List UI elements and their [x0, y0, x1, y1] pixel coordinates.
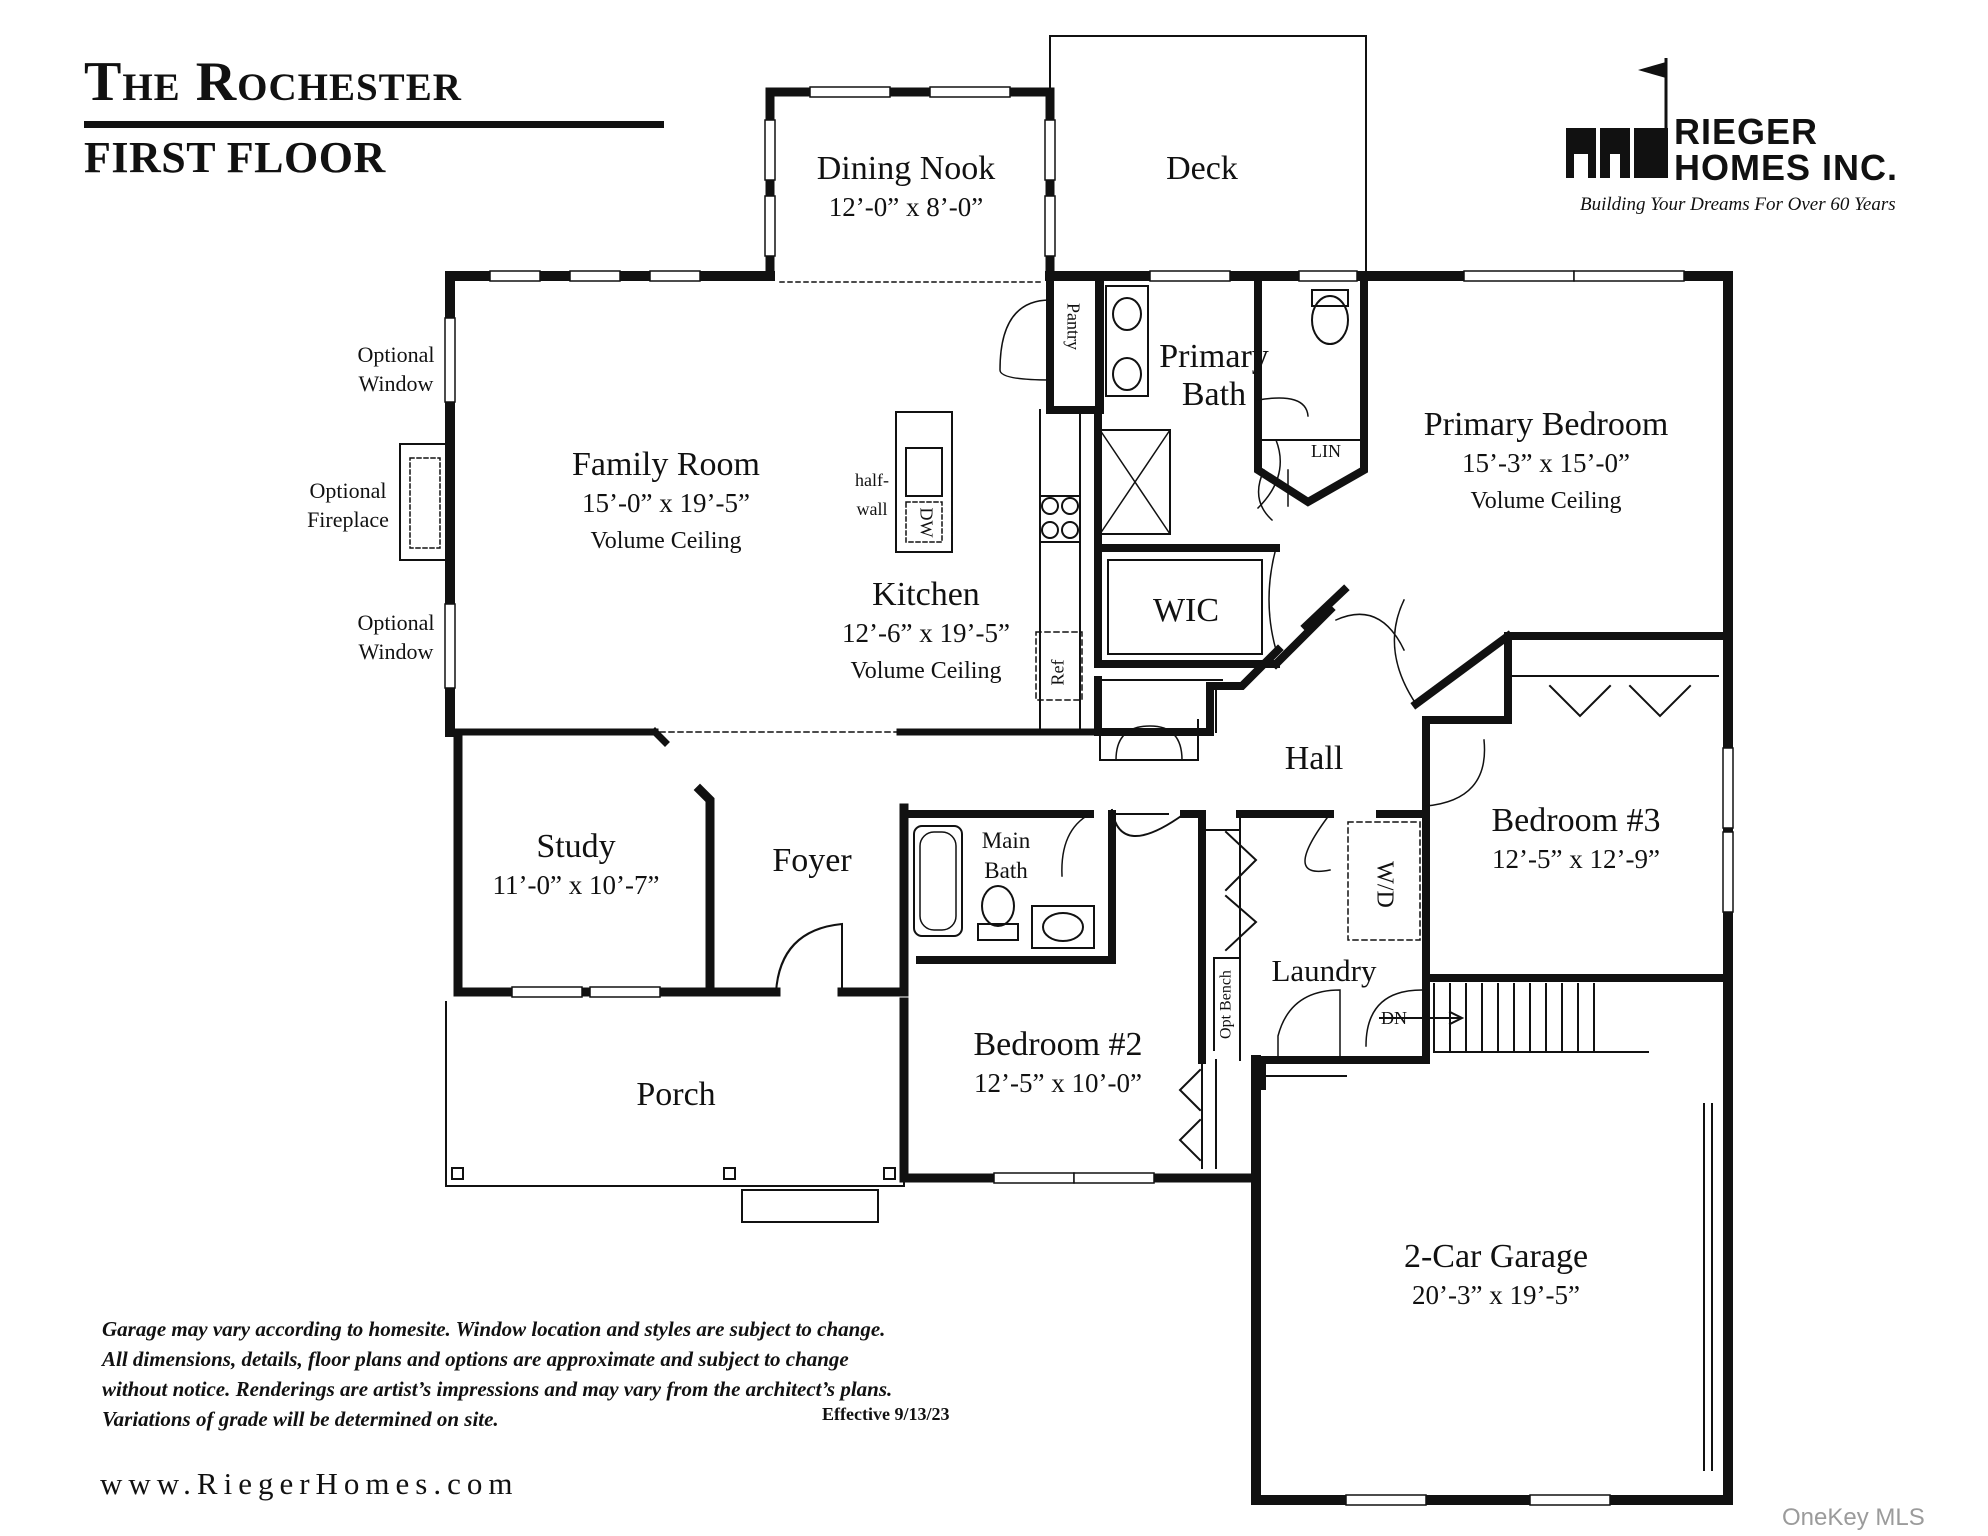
room-dims: 12’-6” x 19’-5”: [842, 618, 1010, 648]
label-line1: half-: [855, 470, 889, 490]
room-deck: Deck: [1166, 150, 1238, 188]
label-line2: Window: [358, 639, 434, 664]
room-bedroom3: Bedroom #3 12’-5” x 12’-9”: [1491, 802, 1660, 878]
room-garage: 2-Car Garage 20’-3” x 19’-5”: [1404, 1238, 1588, 1314]
room-name-line2: Bath: [1181, 376, 1247, 413]
room-porch: Porch: [636, 1076, 715, 1114]
room-wic: WIC: [1153, 592, 1219, 630]
room-dims: 20’-3” x 19’-5”: [1412, 1280, 1580, 1310]
room-dims: 11’-0” x 10’-7”: [492, 870, 660, 900]
disclaimer-line: Variations of grade will be determined o…: [102, 1407, 499, 1431]
room-name: Primary Bedroom: [1423, 406, 1669, 443]
room-name-line1: Primary: [1159, 338, 1269, 375]
flag-house-icon: [1566, 58, 1668, 178]
room-name-line1: Main: [981, 828, 1031, 853]
room-name: Bedroom #2: [973, 1026, 1143, 1063]
label-line1: Optional: [357, 610, 435, 635]
brand-name: RIEGER HOMES INC.: [1674, 114, 1898, 186]
plan-title: The Rochester: [84, 51, 462, 113]
brand-name-line1: RIEGER: [1674, 111, 1819, 152]
room-dining-nook: Dining Nook 12’-0” x 8’-0”: [817, 150, 996, 226]
label-line2: wall: [856, 499, 888, 519]
room-foyer: Foyer: [772, 842, 851, 880]
stair-treads: [1449, 983, 1595, 1053]
room-dims: 12’-5” x 12’-9”: [1492, 844, 1660, 874]
label-optional-window-top: Optional Window: [358, 340, 435, 398]
room-name: Bedroom #3: [1491, 802, 1661, 839]
website-link[interactable]: www.RiegerHomes.com: [100, 1466, 519, 1501]
disclaimer: Garage may vary according to homesite. W…: [102, 1314, 1002, 1434]
room-dims: 15’-3” x 15’-0”: [1462, 448, 1630, 478]
disclaimer-line: All dimensions, details, floor plans and…: [102, 1347, 849, 1371]
room-bedroom2: Bedroom #2 12’-5” x 10’-0”: [973, 1026, 1142, 1102]
room-kitchen: Kitchen 12’-6” x 19’-5” Volume Ceiling: [842, 576, 1010, 690]
room-name: Hall: [1284, 740, 1344, 777]
label-optional-window-bottom: Optional Window: [358, 608, 435, 666]
label-optional-fireplace: Optional Fireplace: [307, 476, 389, 534]
room-main-bath: Main Bath: [982, 826, 1031, 886]
label-washer-dryer: W/D: [1371, 861, 1398, 908]
room-name: Foyer: [772, 842, 852, 879]
disclaimer-line: without notice. Renderings are artist’s …: [102, 1377, 893, 1401]
garage-walls: [1251, 1055, 1733, 1505]
room-study: Study 11’-0” x 10’-7”: [493, 828, 660, 904]
room-primary-bedroom: Primary Bedroom 15’-3” x 15’-0” Volume C…: [1424, 406, 1669, 520]
room-name: Porch: [636, 1076, 716, 1113]
room-family-room: Family Room 15’-0” x 19’-5” Volume Ceili…: [572, 446, 760, 560]
room-name: WIC: [1152, 592, 1220, 629]
room-name: Laundry: [1271, 953, 1377, 988]
label-line2: Fireplace: [307, 507, 389, 532]
room-name: Study: [536, 828, 616, 865]
room-dims: 15’-0” x 19’-5”: [582, 488, 750, 518]
label-line1: Optional: [309, 478, 387, 503]
plan-subtitle: FIRST FLOOR: [84, 133, 386, 182]
room-note: Volume Ceiling: [850, 658, 1002, 684]
disclaimer-line: Garage may vary according to homesite. W…: [102, 1317, 886, 1341]
room-laundry: Laundry: [1271, 952, 1376, 990]
label-line1: Optional: [357, 342, 435, 367]
room-name: 2-Car Garage: [1403, 1238, 1589, 1275]
room-name: Kitchen: [872, 576, 980, 613]
label-linen: LIN: [1311, 441, 1341, 461]
label-half-wall: half- wall: [855, 466, 889, 524]
label-dishwasher: DW: [916, 507, 937, 538]
title-rule: [84, 121, 664, 128]
room-dims: 12’-0” x 8’-0”: [828, 192, 984, 222]
room-primary-bath: Primary Bath: [1159, 338, 1269, 414]
room-name-line2: Bath: [984, 858, 1028, 883]
room-hall: Hall: [1285, 740, 1344, 778]
stairs: [1433, 983, 1649, 1053]
label-opt-bench: Opt Bench: [1217, 970, 1235, 1039]
dining-nook-walls: [765, 87, 1055, 277]
label-refrigerator: Ref: [1047, 659, 1068, 686]
brand-tagline: Building Your Dreams For Over 60 Years: [1580, 194, 1896, 215]
room-note: Volume Ceiling: [1470, 488, 1622, 514]
label-line2: Window: [358, 371, 434, 396]
room-dims: 12’-5” x 10’-0”: [974, 1068, 1142, 1098]
room-name: Family Room: [572, 446, 760, 483]
room-name: Deck: [1166, 150, 1238, 187]
brand-name-line2: HOMES INC.: [1674, 147, 1899, 188]
label-pantry: Pantry: [1063, 303, 1084, 350]
watermark: OneKey MLS: [1782, 1504, 1925, 1531]
brand-logo: RIEGER HOMES INC. Building Your Dreams F…: [1566, 58, 1926, 228]
room-name: Dining Nook: [816, 150, 996, 187]
effective-date: Effective 9/13/23: [822, 1404, 950, 1424]
room-note: Volume Ceiling: [590, 528, 742, 554]
label-stairs-down: DN: [1381, 1008, 1407, 1028]
